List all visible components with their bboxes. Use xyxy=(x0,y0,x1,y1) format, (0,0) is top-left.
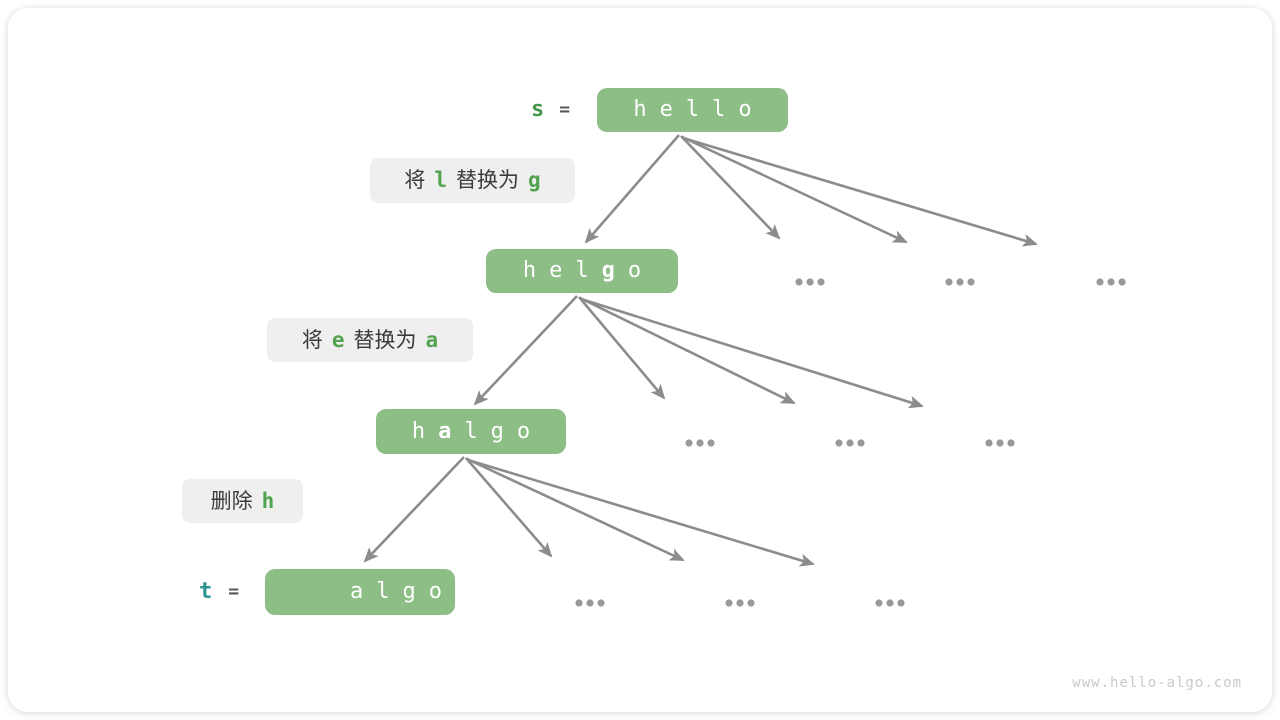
node-char: g xyxy=(402,579,416,604)
equals-sign: = xyxy=(559,99,571,120)
operation-code-char: a xyxy=(425,327,439,352)
operation-code-char: l xyxy=(434,168,447,192)
node-char: g xyxy=(601,258,615,283)
node-char: h xyxy=(522,258,537,283)
node-char: e xyxy=(659,97,673,122)
node-char: o xyxy=(738,97,752,122)
node-char: o xyxy=(516,418,531,444)
node-char: g xyxy=(490,418,504,444)
var-label-s: s = xyxy=(531,88,570,132)
node-char: l xyxy=(376,579,390,604)
var-t-name: t xyxy=(199,579,213,604)
operation-code-char: e xyxy=(331,327,345,352)
var-label-t: t = xyxy=(199,569,239,615)
equals-sign: = xyxy=(228,581,240,602)
node-char: l xyxy=(685,97,700,122)
node-char: h xyxy=(633,97,647,122)
operation-text: 替换为 xyxy=(353,327,417,352)
operation-text: 删除 xyxy=(210,488,253,513)
node-char: h xyxy=(411,418,426,444)
node-char: l xyxy=(464,418,478,444)
node-char: l xyxy=(712,97,726,122)
watermark: www.hello-algo.com xyxy=(1072,675,1242,691)
operation-code-char: g xyxy=(528,168,541,192)
node-char: o xyxy=(627,258,642,283)
node-char: a xyxy=(350,579,364,604)
operation-code-char: h xyxy=(261,488,275,513)
operation-text: 将 xyxy=(301,327,323,352)
node-char: a xyxy=(438,418,452,444)
operation-text: 将 xyxy=(404,168,426,192)
var-s-name: s xyxy=(531,97,545,122)
node-char: o xyxy=(428,579,442,604)
node-char: l xyxy=(575,258,589,283)
operation-text: 替换为 xyxy=(456,168,519,192)
operation-label-delete-h: 删除 h xyxy=(182,479,303,523)
node-char: e xyxy=(549,258,563,283)
